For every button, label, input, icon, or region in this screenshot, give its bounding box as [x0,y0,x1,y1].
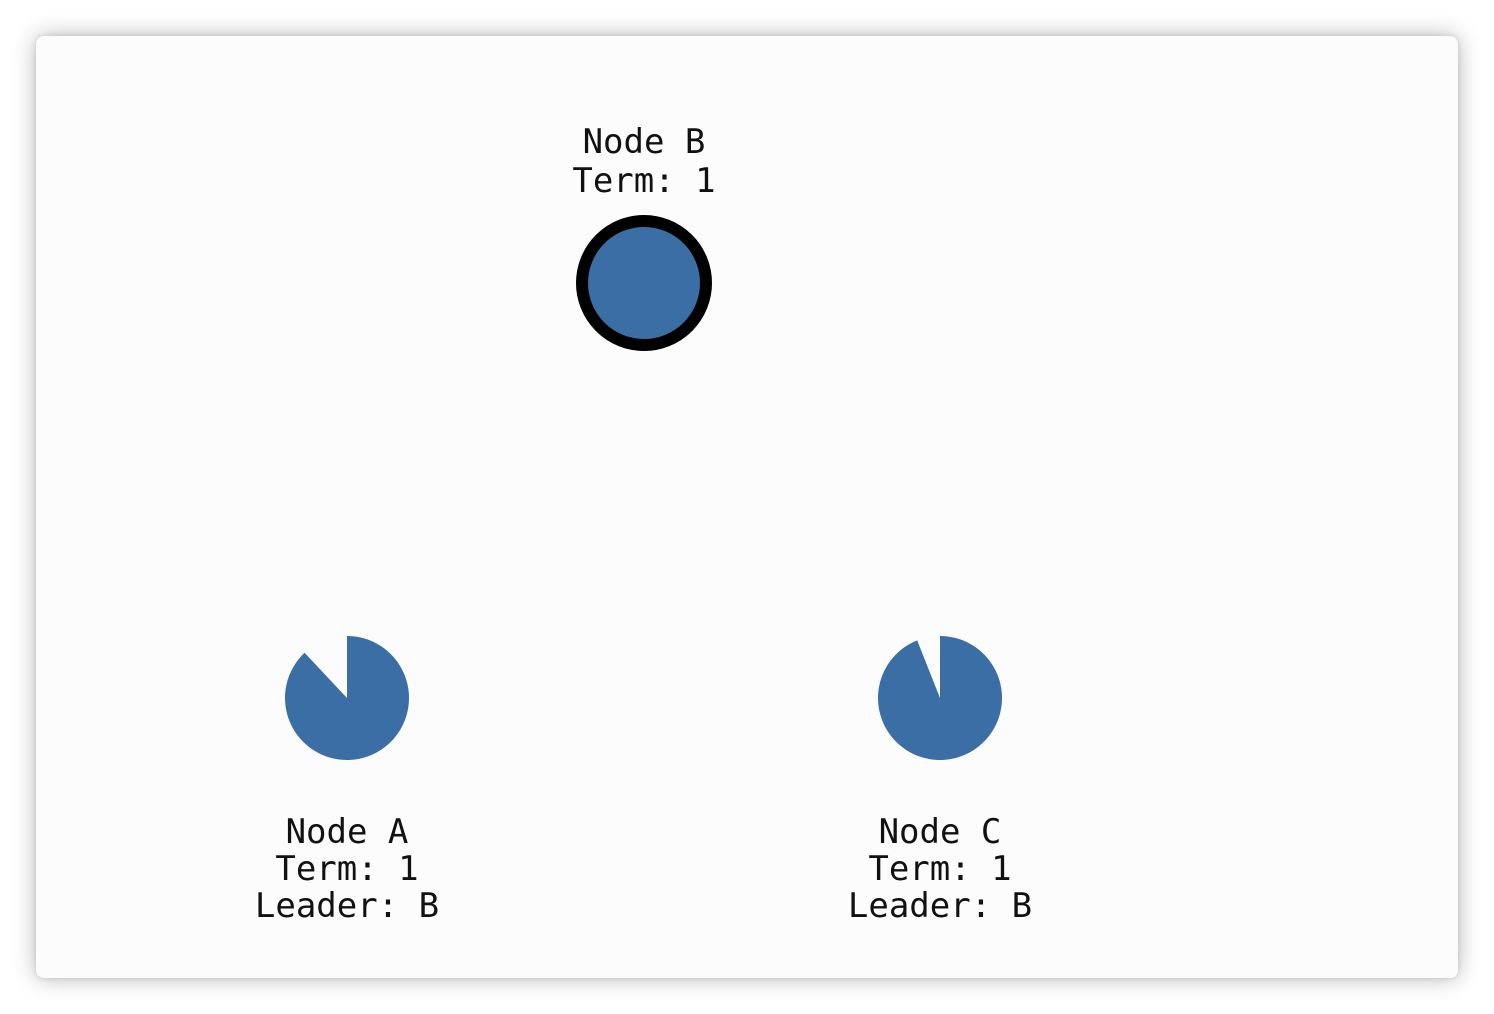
node-a-leader: Leader: B [255,886,439,926]
node-c-timeout-pie[interactable] [878,636,1002,760]
diagram-panel [36,36,1458,978]
node-a-term: Term: 1 [275,849,418,889]
node-c-term: Term: 1 [868,849,1011,889]
node-c-title: Node C [879,812,1002,852]
node-b-circle[interactable] [576,215,712,351]
node-a-timeout-pie[interactable] [284,636,409,760]
node-a[interactable]: Node A Term: 1 Leader: B [255,636,439,926]
node-b-title: Node B [583,122,706,162]
node-c[interactable]: Node C Term: 1 Leader: B [848,636,1032,926]
node-c-leader: Leader: B [848,886,1032,926]
node-b-term: Term: 1 [572,161,715,201]
node-b[interactable]: Node B Term: 1 [572,122,716,351]
node-a-title: Node A [286,812,409,852]
